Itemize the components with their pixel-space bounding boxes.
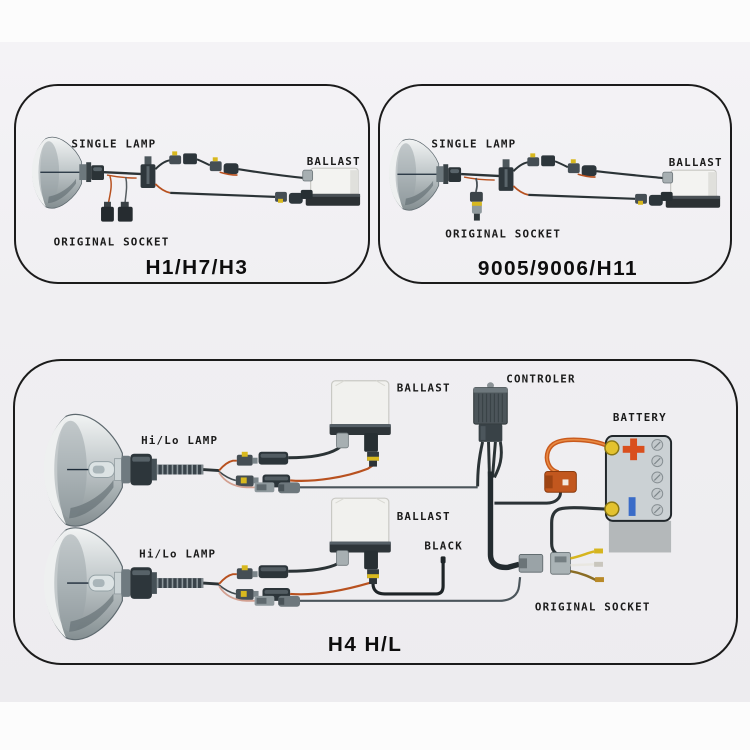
original-socket-plug — [469, 177, 483, 221]
controller-box — [473, 382, 508, 442]
bulb-adapter — [498, 159, 514, 191]
controller-wire-bundle — [476, 441, 563, 571]
panel-title: H4 H/L — [328, 633, 403, 656]
fused-positive-wire — [544, 437, 613, 493]
connector-cluster-bottom — [218, 564, 301, 608]
high-voltage-connectors — [512, 153, 663, 180]
panel-title: H1/H7/H3 — [145, 256, 248, 279]
9005-wiring-diagram: SINGLE LAMP BALLAST ORIGINAL SOCKET 9005… — [388, 137, 723, 280]
ballast-top-label: BALLAST — [397, 382, 451, 395]
battery-minus-symbol — [628, 497, 636, 516]
connector-cluster-top — [218, 450, 301, 495]
hi-lo-lamp-bottom-label: Hi/Lo LAMP — [139, 547, 216, 560]
headlamp-reflector — [31, 136, 83, 209]
battery — [604, 435, 673, 553]
original-socket-connectors — [518, 548, 604, 583]
ballast-box-bottom — [329, 497, 391, 585]
battery-negative-wire — [550, 506, 610, 558]
single-lamp-label: SINGLE LAMP — [431, 137, 516, 150]
panel-h1-h7-h3: SINGLE LAMP BALLAST ORIGINAL SOCKET H1/H… — [14, 84, 370, 284]
headlamp-reflector — [388, 138, 440, 211]
black-label: BLACK — [424, 540, 463, 553]
battery-plus-symbol — [622, 438, 645, 461]
bulb-adapter — [140, 156, 156, 188]
panel-title: 9005/9006/H11 — [478, 257, 638, 280]
original-socket-label: ORIGINAL SOCKET — [535, 601, 651, 614]
bulb-holder — [436, 164, 462, 184]
battery-positive-terminal — [604, 440, 620, 456]
original-socket-plugs — [101, 201, 133, 222]
power-wire — [512, 185, 669, 206]
lamp-wiring — [103, 170, 143, 206]
battery-caps — [651, 438, 664, 516]
ballast-label: BALLAST — [307, 155, 361, 168]
battery-negative-terminal — [604, 501, 620, 517]
hi-lo-lamp-bottom — [44, 528, 219, 640]
black-ground-wire — [371, 556, 446, 596]
power-wire — [154, 183, 309, 204]
battery-label: BATTERY — [613, 411, 667, 424]
ballast-bottom-label: BALLAST — [397, 510, 451, 523]
lamp-wiring — [461, 172, 501, 181]
h4-wiring-diagram: Hi/Lo LAMP Hi/Lo LAMP BALLAST BALLAST CO… — [15, 373, 673, 656]
controller-label: CONTROLER — [506, 373, 575, 386]
original-socket-label: ORIGINAL SOCKET — [445, 227, 561, 240]
ballast-box — [300, 167, 361, 206]
ballast-box — [660, 169, 721, 208]
hi-lo-lamp-top — [44, 414, 219, 526]
bulb-holder — [79, 162, 104, 183]
ballast-label: BALLAST — [669, 156, 723, 169]
original-socket-label: ORIGINAL SOCKET — [54, 235, 170, 248]
ballast-box-top — [329, 380, 391, 467]
hi-lo-lamp-top-label: Hi/Lo LAMP — [141, 434, 218, 447]
h1-wiring-diagram: SINGLE LAMP BALLAST ORIGINAL SOCKET H1/H… — [31, 136, 361, 279]
wiring-top-lamp — [288, 440, 478, 489]
high-voltage-connectors — [154, 151, 305, 180]
panel-h4-hl: Hi/Lo LAMP Hi/Lo LAMP BALLAST BALLAST CO… — [13, 359, 738, 665]
panel-9005-9006-h11: SINGLE LAMP BALLAST ORIGINAL SOCKET 9005… — [378, 84, 732, 284]
single-lamp-label: SINGLE LAMP — [71, 137, 156, 150]
